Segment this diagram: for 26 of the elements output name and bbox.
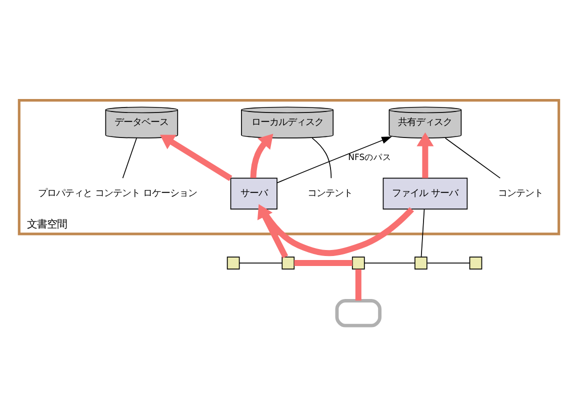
node-text: コンテント — [308, 188, 353, 200]
connector — [122, 138, 137, 178]
arrow — [250, 134, 274, 178]
node-box — [226, 256, 240, 270]
connector — [426, 262, 470, 264]
node-box — [335, 299, 382, 328]
connector — [420, 208, 425, 258]
node-box — [352, 256, 365, 270]
arrow — [160, 134, 232, 181]
arrow — [257, 204, 288, 258]
edge-label: NFSのパス — [348, 153, 392, 164]
arrow — [276, 136, 392, 184]
node-box: サーバ — [230, 178, 278, 210]
connector — [312, 138, 332, 179]
node-box — [469, 256, 482, 270]
arrow — [416, 132, 434, 178]
connector — [364, 262, 416, 264]
connector — [355, 269, 362, 301]
connector — [294, 260, 352, 266]
connector — [238, 262, 282, 264]
node-box — [282, 256, 295, 270]
node-box — [414, 256, 428, 270]
connector — [444, 138, 501, 178]
node-text: プロパティと コンテント ロケーション — [38, 188, 198, 200]
node-text: コンテント — [498, 188, 543, 200]
node-box: ファイル サーバ — [382, 178, 468, 210]
